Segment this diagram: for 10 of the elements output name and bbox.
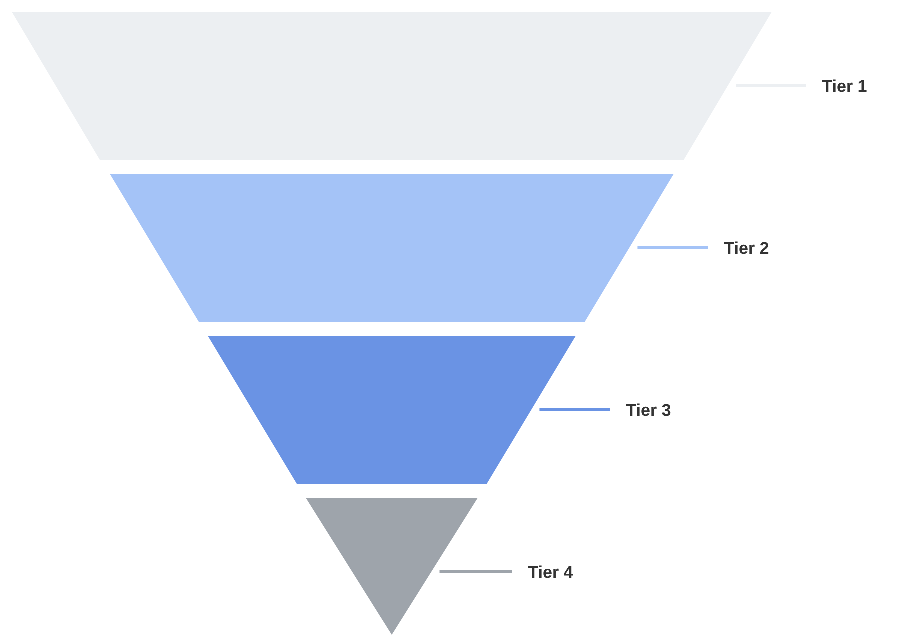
tier-label: Tier 4 xyxy=(528,566,574,578)
funnel-segment xyxy=(208,336,576,484)
leader-line xyxy=(440,570,512,574)
tier-label: Tier 1 xyxy=(822,80,867,92)
funnel-segment xyxy=(110,174,674,322)
leader-line xyxy=(638,246,708,250)
leader-line xyxy=(540,408,610,412)
funnel-tip xyxy=(306,498,478,635)
tier-label: Tier 2 xyxy=(724,242,769,254)
tier-label: Tier 3 xyxy=(626,404,671,416)
